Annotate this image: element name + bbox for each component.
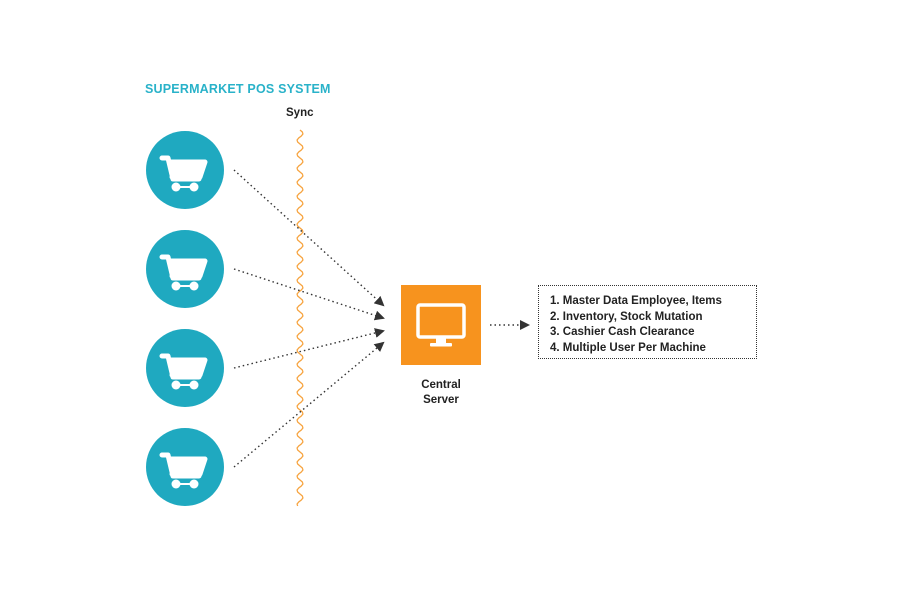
pos-terminal-2 [146, 230, 224, 308]
sync-arrow-4 [233, 341, 385, 468]
sync-label: Sync [286, 107, 314, 119]
shopping-cart-icon [146, 329, 224, 407]
central-server-label: Central Server [401, 378, 481, 408]
server-label-line1: Central [421, 379, 461, 391]
monitor-icon [401, 285, 481, 365]
sync-arrow-2 [233, 268, 385, 321]
shopping-cart-icon [146, 131, 224, 209]
pos-terminal-3 [146, 329, 224, 407]
pos-terminal-4 [146, 428, 224, 506]
shopping-cart-icon [146, 428, 224, 506]
sync-arrow-1 [233, 169, 385, 307]
feature-item: 3. Cashier Cash Clearance [550, 326, 695, 338]
sync-wave-line [296, 129, 304, 507]
shopping-cart-icon [146, 230, 224, 308]
diagram-title: SUPERMARKET POS SYSTEM [145, 82, 331, 96]
central-server-node [401, 285, 481, 365]
server-label-line2: Server [423, 394, 459, 406]
feature-item: 1. Master Data Employee, Items [550, 295, 722, 307]
feature-list-box: 1. Master Data Employee, Items 2. Invent… [538, 285, 757, 359]
pos-terminal-1 [146, 131, 224, 209]
sync-arrow-3 [233, 328, 385, 369]
feature-item: 2. Inventory, Stock Mutation [550, 310, 703, 323]
feature-item: 4. Multiple User Per Machine [550, 341, 706, 354]
